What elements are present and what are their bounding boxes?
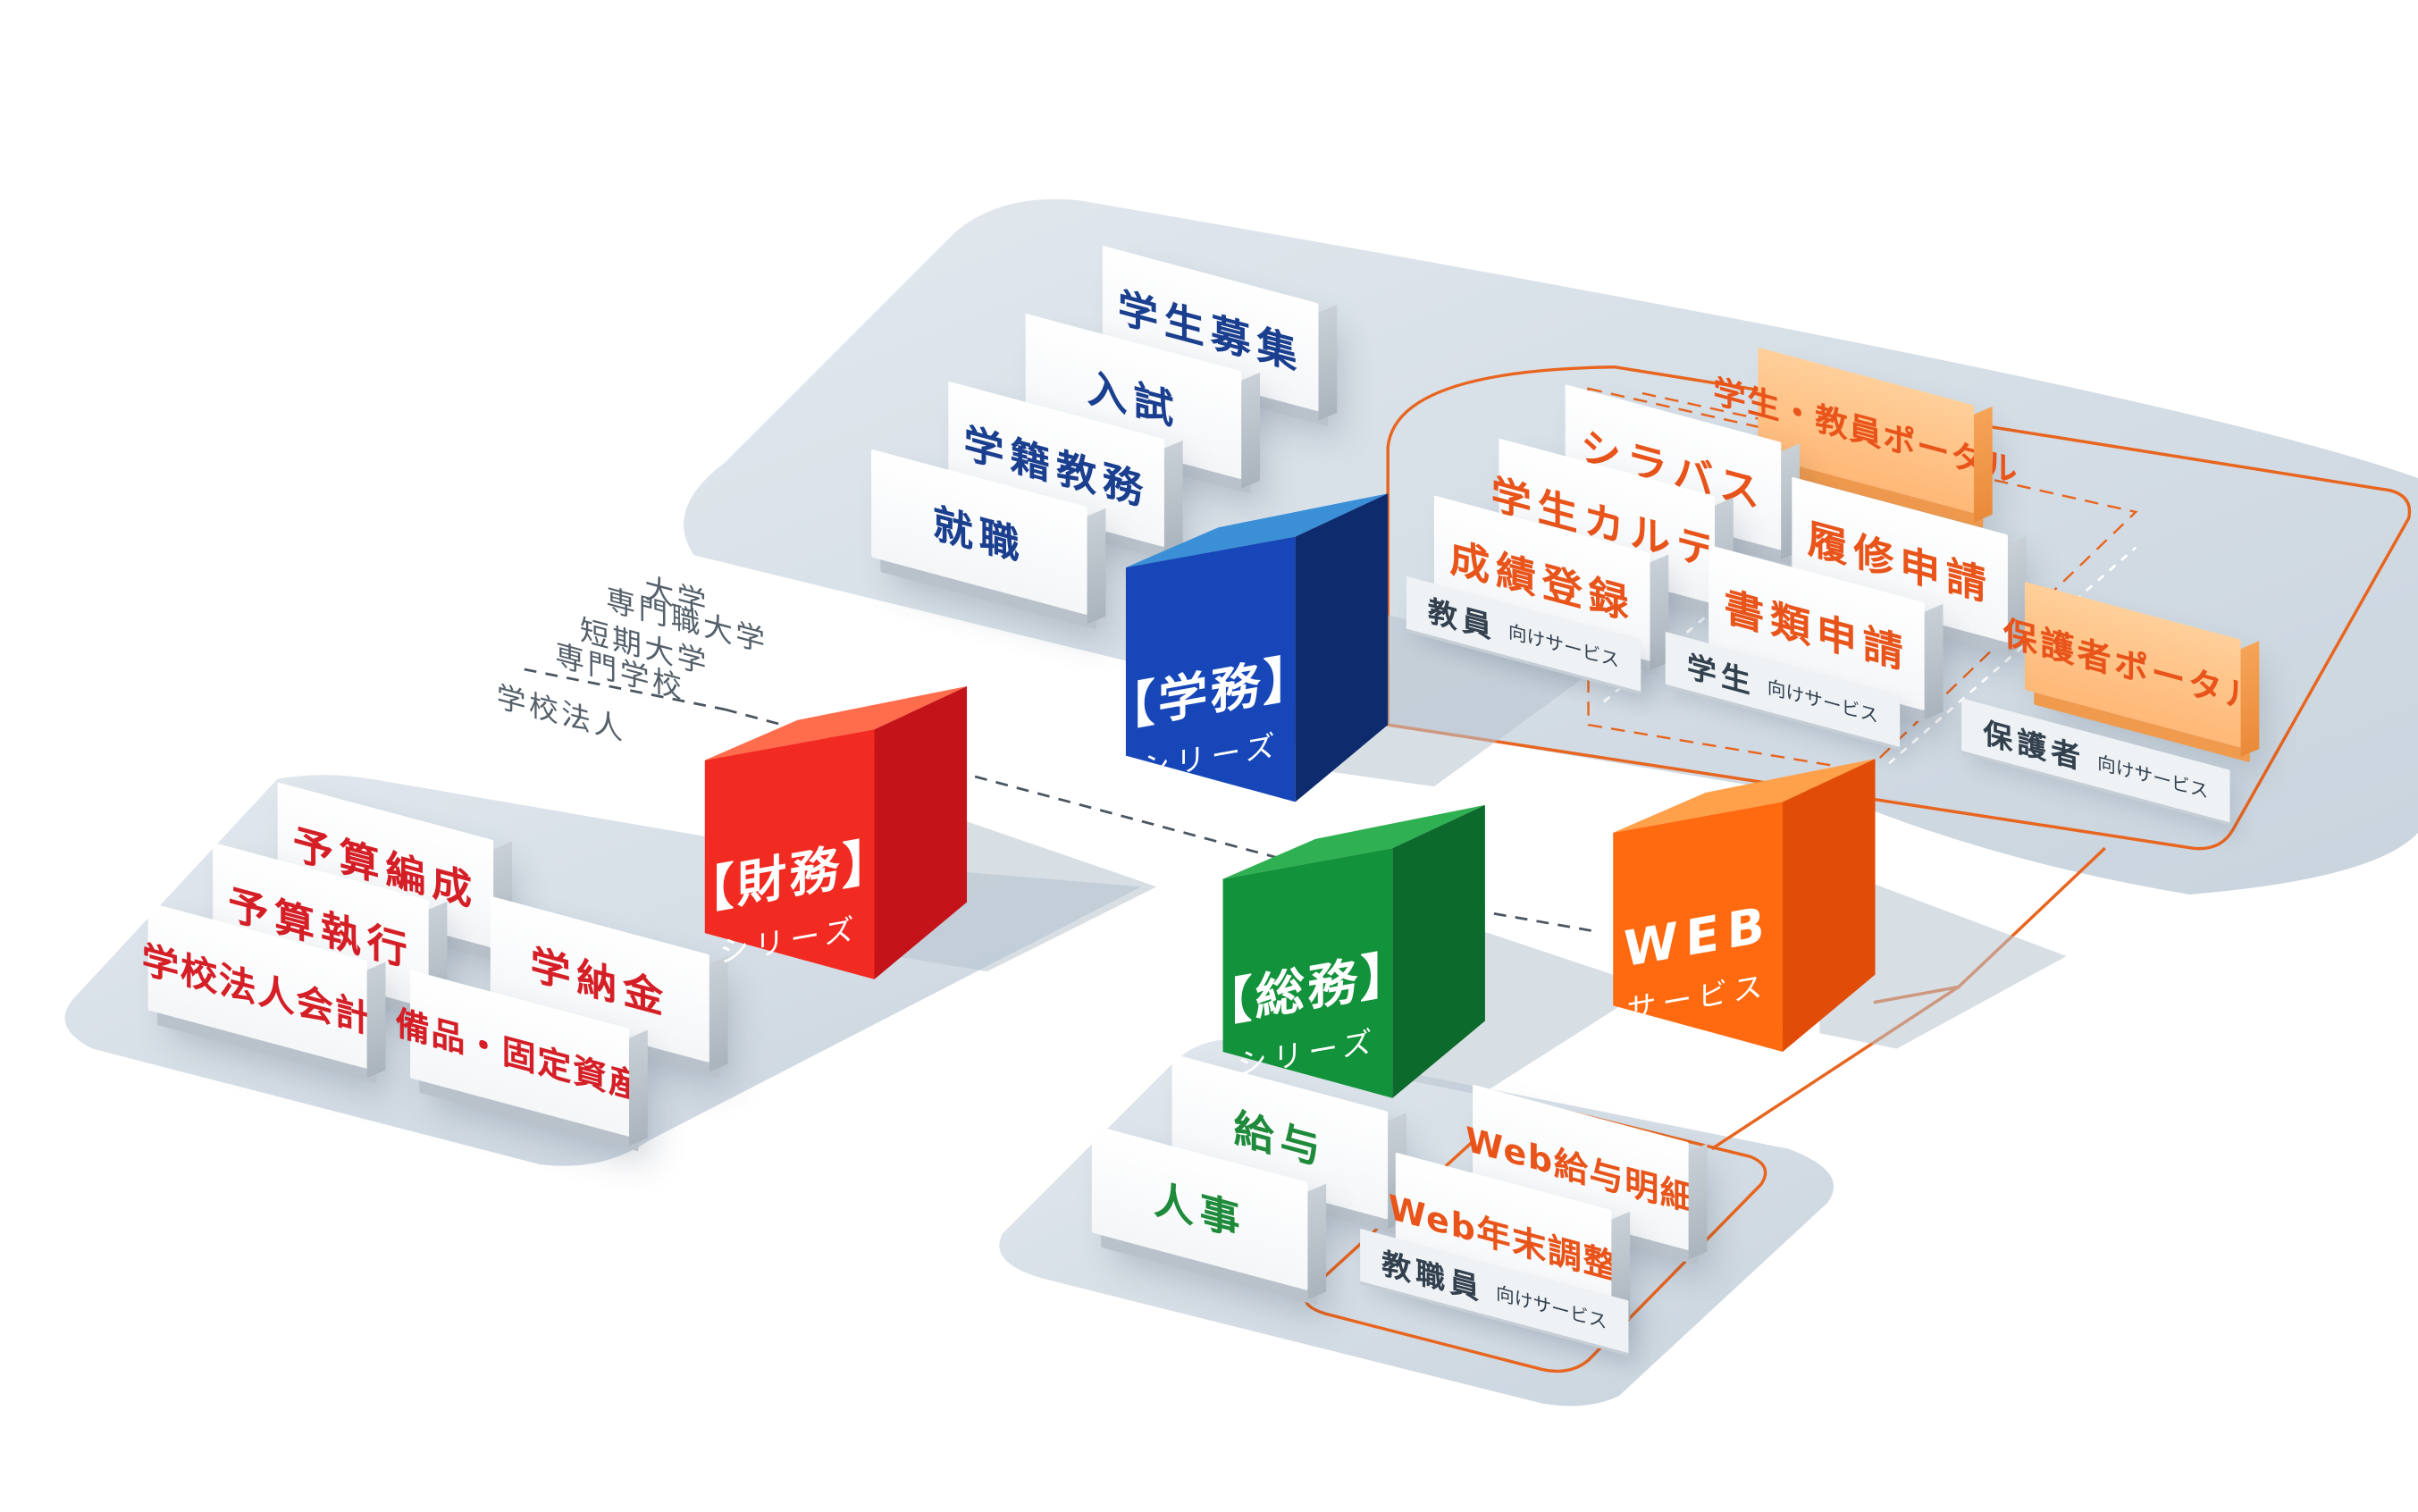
book-pen-icon	[1209, 797, 1212, 800]
gakumu-title: 【学務】	[1105, 644, 1316, 741]
devices-icon	[1692, 1038, 1704, 1049]
zaimu-title: 【財務】	[684, 828, 894, 925]
documents-icon	[1306, 1094, 1309, 1096]
portal-frame	[1386, 365, 2412, 851]
soumu-title: 【総務】	[1203, 941, 1413, 1037]
